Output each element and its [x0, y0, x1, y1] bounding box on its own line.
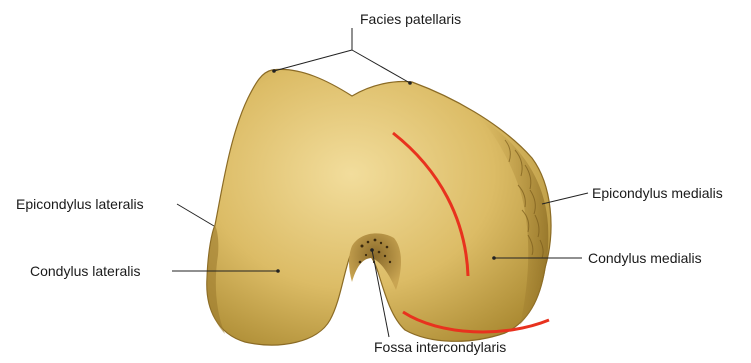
anchor-dot [272, 69, 276, 73]
anchor-dot [492, 256, 496, 260]
label-epicondylus-lateralis: Epicondylus lateralis [16, 196, 144, 212]
anchor-dot [370, 248, 374, 252]
anchor-dot [408, 81, 412, 85]
label-epicondylus-medialis: Epicondylus medialis [592, 185, 723, 201]
femur-distal-end [207, 69, 551, 345]
label-condylus-medialis: Condylus medialis [588, 250, 702, 266]
label-facies-patellaris: Facies patellaris [360, 11, 461, 27]
leader-line-facies-2 [352, 50, 410, 83]
anchor-dot [276, 269, 280, 273]
label-condylus-lateralis: Condylus lateralis [30, 263, 141, 279]
leader-line-facies-1 [274, 50, 352, 71]
label-fossa-intercondylaris: Fossa intercondylaris [374, 339, 506, 355]
leader-line-epicondylus-lateralis [177, 204, 214, 226]
